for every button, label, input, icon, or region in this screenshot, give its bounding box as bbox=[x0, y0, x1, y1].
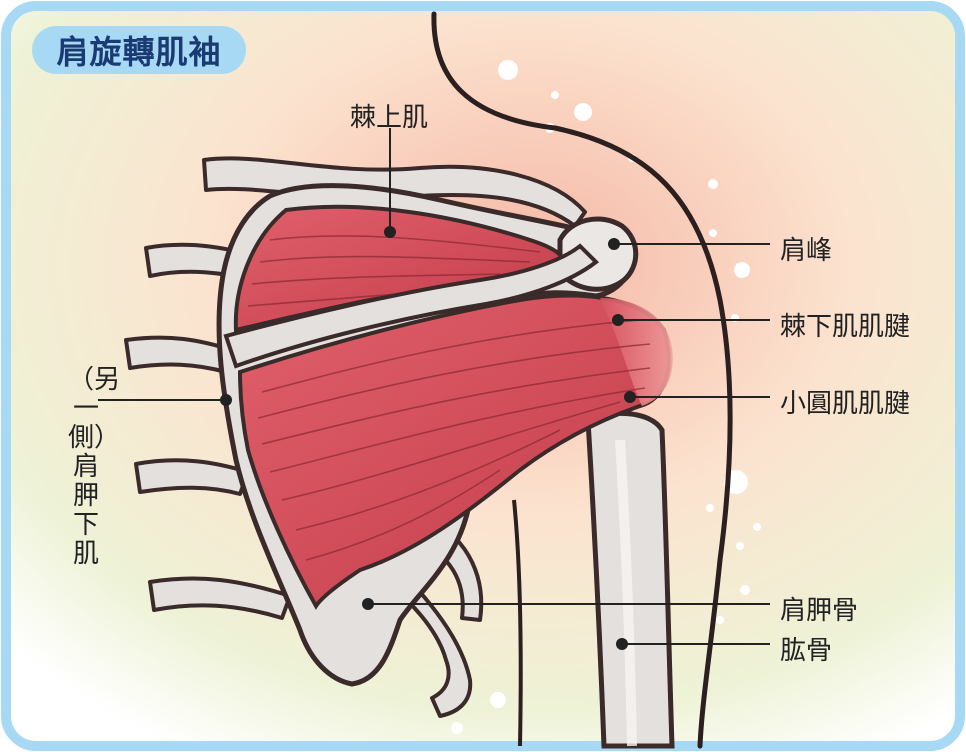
label-teres-minor-tendon: 小圓肌肌腱 bbox=[780, 383, 910, 420]
title-badge: 肩旋轉肌袖 bbox=[32, 26, 246, 74]
label-subscapularis: （另一側）肩胛下肌 bbox=[68, 366, 104, 569]
label-supraspinatus: 棘上肌 bbox=[350, 97, 428, 134]
label-humerus: 肱骨 bbox=[780, 630, 832, 667]
label-infraspinatus-tendon: 棘下肌肌腱 bbox=[780, 306, 910, 343]
label-scapula: 肩胛骨 bbox=[780, 590, 858, 627]
page-title: 肩旋轉肌袖 bbox=[56, 27, 221, 73]
label-acromion: 肩峰 bbox=[780, 230, 832, 267]
